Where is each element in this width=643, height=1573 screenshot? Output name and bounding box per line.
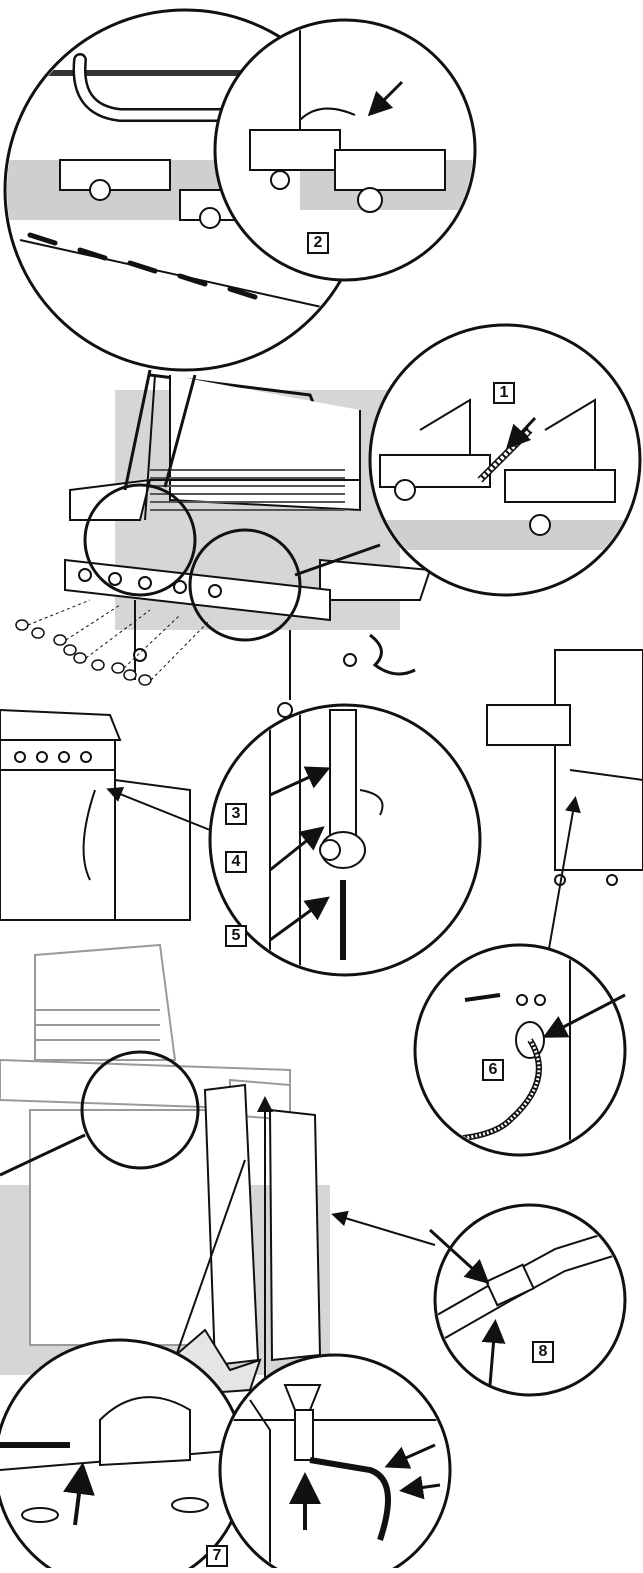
- callout-step-3: 3: [225, 803, 247, 825]
- detail-step-2-circle: [213, 18, 477, 282]
- leader-to-top-detail: [123, 369, 152, 491]
- arrow-step-3: [269, 766, 331, 797]
- detail-step-7-right-circle: [218, 1353, 452, 1573]
- arrow-step-7-right-c: [399, 1475, 441, 1500]
- grill-main-body: [64, 373, 432, 718]
- arrow-step-6: [542, 993, 626, 1038]
- knob-guide-lines: [27, 599, 211, 681]
- callout-step-4: 4: [225, 851, 247, 873]
- callout-step-6: 6: [482, 1059, 504, 1081]
- highlight-circle-knobs: [80, 1050, 200, 1170]
- detail-regulator-circle: [208, 703, 482, 977]
- arrow-step-7-right-b: [384, 1443, 436, 1469]
- leader-to-step-8: [331, 1210, 436, 1246]
- leader-to-knobs: [0, 1133, 86, 1177]
- callout-step-8: 8: [532, 1341, 554, 1363]
- cabinet-left: [0, 708, 211, 921]
- leader-to-step-1: [294, 543, 381, 577]
- detail-step-8-circle: [428, 1203, 627, 1397]
- grill-faded-with-door: [0, 943, 436, 1431]
- arrow-step-7-left: [63, 1462, 95, 1526]
- knobs-exploded: [15, 619, 152, 686]
- detail-step-1-circle: [368, 323, 642, 597]
- callout-step-5: 5: [225, 925, 247, 947]
- arrow-step-5: [269, 896, 330, 942]
- highlight-circle-right-burners: [188, 528, 302, 642]
- arrow-step-2: [367, 80, 404, 117]
- leader-to-cabinet: [106, 787, 211, 831]
- leader-to-top-detail-2: [163, 374, 197, 488]
- callout-step-7: 7: [206, 1545, 228, 1567]
- callout-step-2: 2: [307, 232, 329, 254]
- arrow-step-8-top: [428, 1228, 490, 1285]
- detail-step-6-circle: [413, 943, 627, 1157]
- arrow-step-8-bottom: [481, 1319, 506, 1386]
- arrow-step-4: [269, 826, 325, 872]
- highlight-circle-left-burners: [83, 483, 197, 597]
- detail-step-7-left-circle: [0, 1338, 247, 1573]
- arrow-step-1: [505, 416, 537, 450]
- callout-step-1: 1: [493, 382, 515, 404]
